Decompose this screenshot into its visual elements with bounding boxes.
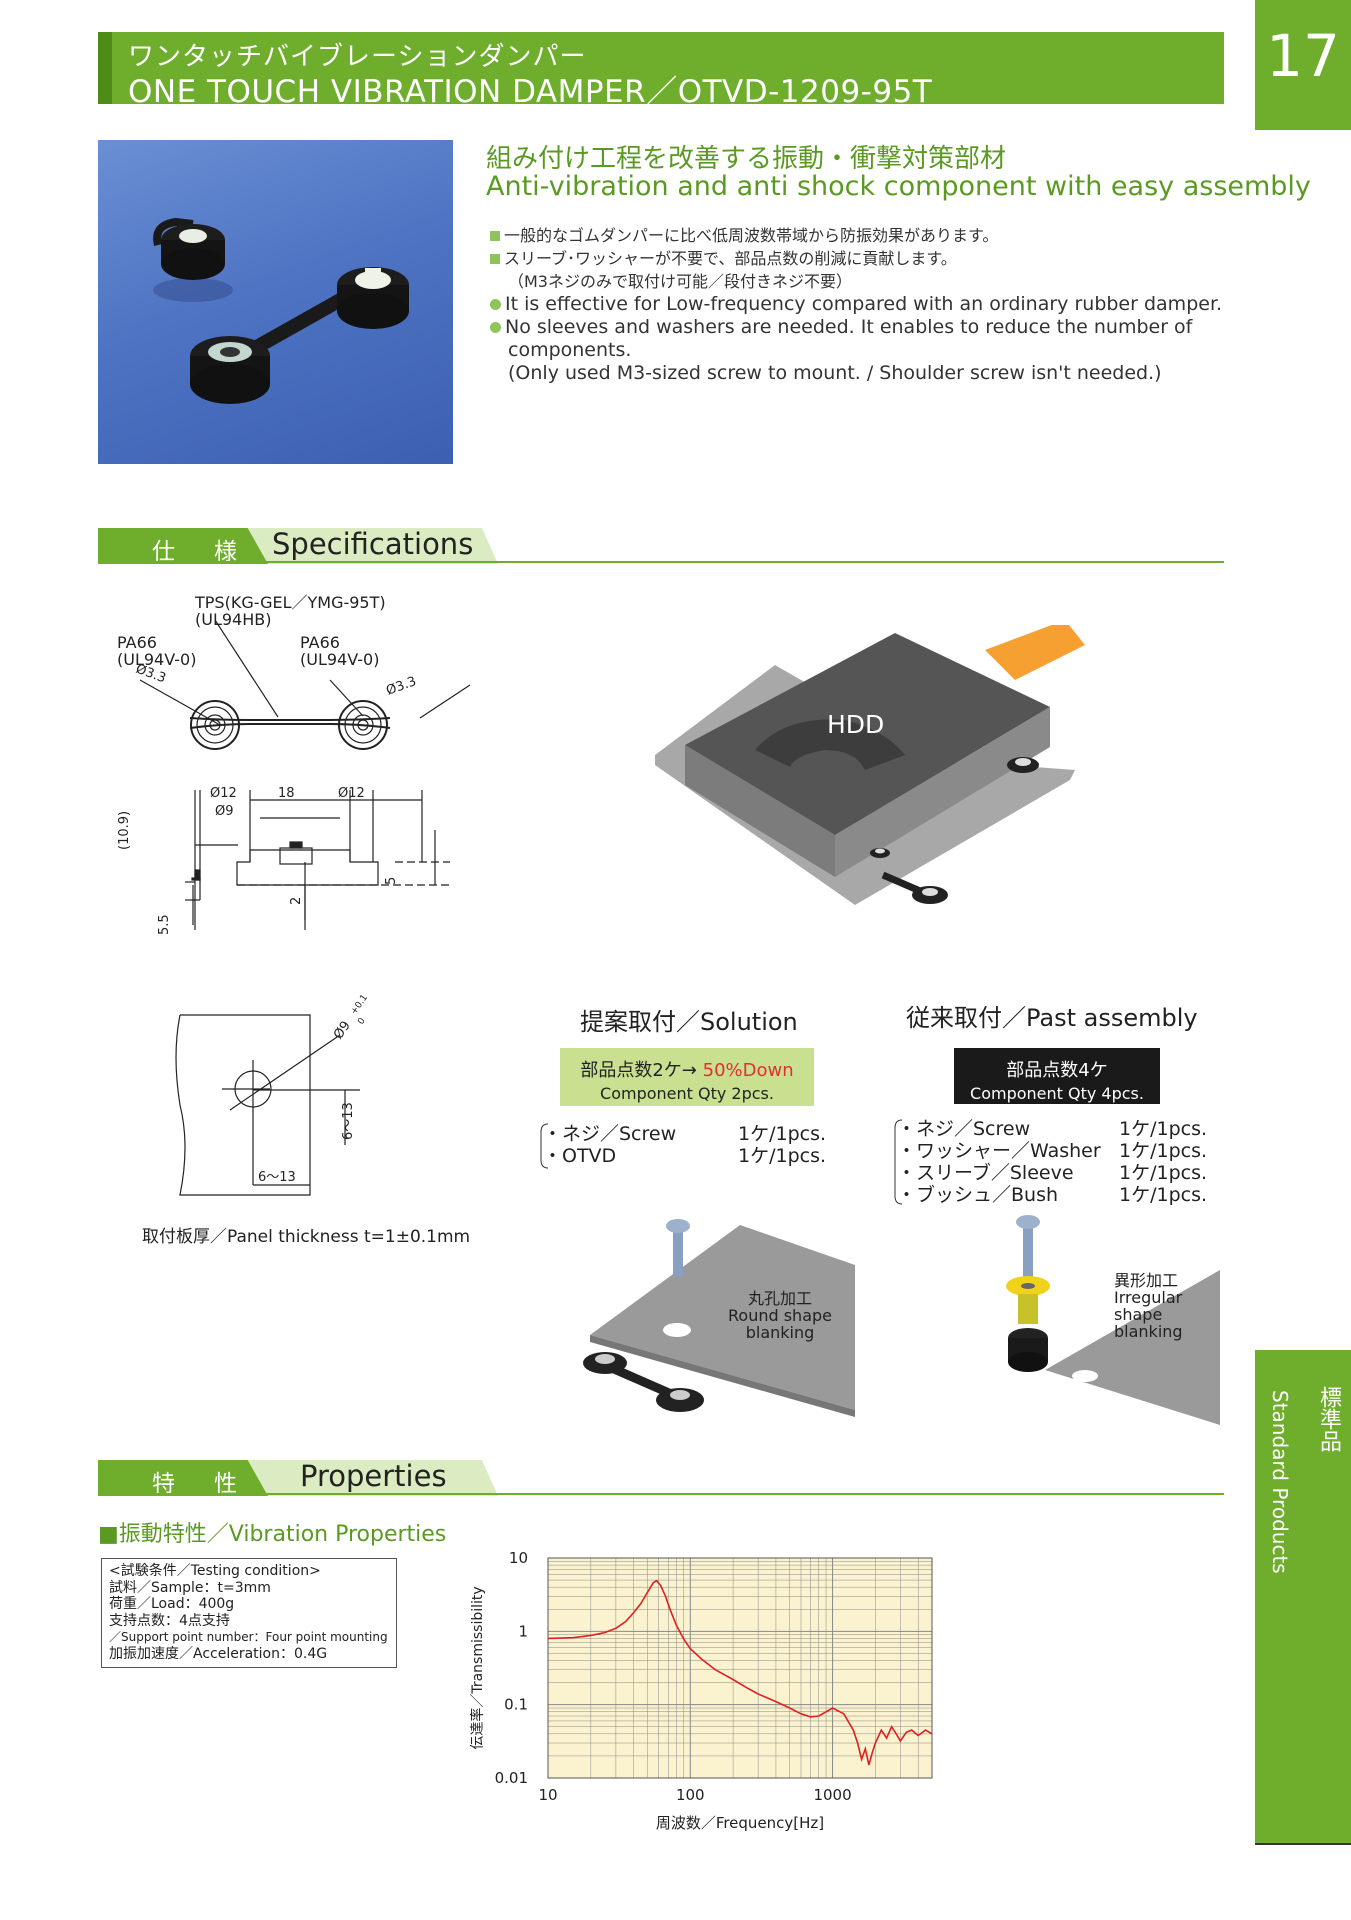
y-tick-label: 0.01 <box>495 1769 528 1787</box>
svg-text:Ø12: Ø12 <box>210 786 237 801</box>
square-bullet-icon <box>490 254 500 264</box>
svg-text:5.5: 5.5 <box>157 914 172 935</box>
transmissibility-line <box>547 1579 933 1766</box>
page-number: 17 <box>1266 22 1340 90</box>
material-right-label: PA66(UL94V-0) <box>300 633 380 669</box>
svg-text:(10.9): (10.9) <box>117 811 132 850</box>
header-accent <box>98 32 112 104</box>
technical-drawing: Ø3.3 Ø3.3 Ø12 18 Ø12 Ø9 (10.9) 5.5 2 5 <box>117 619 471 935</box>
svg-text:2: 2 <box>289 897 304 905</box>
prop-section-jp: 特 性 <box>152 1471 245 1497</box>
svg-text:Ø3.3: Ø3.3 <box>134 662 168 687</box>
prop-section-jp-bg <box>98 1460 268 1496</box>
side-tab-jp: 標準品 <box>1316 1386 1341 1452</box>
spec-section-en: Specifications <box>272 527 474 561</box>
past-illustration <box>1006 1215 1220 1425</box>
solution-qty-en: Component Qty 2pcs. <box>600 1084 774 1103</box>
bullet-jp-3: （M3ネジのみで取付け可能／段付きネジ不要） <box>508 272 852 291</box>
solution-qty-jp: 部品点数2ケ→ <box>580 1060 703 1081</box>
spec-section-line <box>98 561 1224 563</box>
solution-illustration <box>583 1219 855 1417</box>
bullet-jp-2: スリーブ･ワッシャーが不要で、部品点数の削減に貢献します。 <box>490 247 1230 270</box>
square-bullet-icon <box>490 231 500 241</box>
svg-text:Ø9: Ø9 <box>215 804 234 819</box>
transmissibility-chart: 10 100 1000 10 1 0.1 0.01 周波数／Frequency[Hz] 伝… <box>469 1549 933 1832</box>
intro-heading-en: Anti-vibration and anti shock component … <box>486 171 1311 202</box>
solution-qty-highlight: 50%Down <box>702 1060 794 1081</box>
y-axis-label: 伝達率／Transmissibility <box>469 1586 486 1749</box>
past-title: 従来取付／Past assembly <box>906 1004 1198 1032</box>
y-tick-label: 1 <box>518 1622 528 1640</box>
header-bar <box>98 32 1224 104</box>
side-tab-en: Standard Products <box>1268 1390 1292 1574</box>
solution-title: 提案取付／Solution <box>580 1008 798 1036</box>
past-bracket <box>894 1119 903 1205</box>
x-tick-label: 1000 <box>813 1786 851 1804</box>
bullet-en-3: components. <box>508 339 632 361</box>
past-qty-en: Component Qty 4pcs. <box>970 1084 1144 1103</box>
material-center-label: TPS(KG-GEL／YMG-95T)(UL94HB) <box>195 593 386 629</box>
spec-section-jp: 仕 様 <box>152 539 245 565</box>
vibration-subheading: ■振動特性／Vibration Properties <box>98 1522 447 1547</box>
x-tick-label: 10 <box>538 1786 557 1804</box>
chart-plot-area <box>548 1558 932 1778</box>
bullet-jp-1: 一般的なゴムダンパーに比べ低周波数帯域から防振効果があります。 <box>490 224 1230 247</box>
y-tick-label: 10 <box>509 1549 528 1567</box>
bullet-en-1: It is effective for Low-frequency compar… <box>490 293 1230 316</box>
bullet-en-4: (Only used M3-sized screw to mount. / Sh… <box>508 362 1162 384</box>
past-qty-jp: 部品点数4ケ <box>1006 1060 1108 1081</box>
prop-section-en: Properties <box>300 1459 447 1493</box>
testing-conditions: <試験条件／Testing condition> 試料／Sample：t=3mm… <box>101 1558 397 1668</box>
feature-bullets: 一般的なゴムダンパーに比べ低周波数帯域から防振効果があります。 スリーブ･ワッシ… <box>490 224 1230 385</box>
past-qty-box: 部品点数4ケ Component Qty 4pcs. <box>954 1048 1160 1104</box>
svg-text:Ø12: Ø12 <box>338 786 365 801</box>
prop-section-line <box>98 1493 1224 1495</box>
x-axis-label: 周波数／Frequency[Hz] <box>656 1814 824 1832</box>
spec-section-jp-bg <box>98 528 268 564</box>
svg-text:6〜13: 6〜13 <box>341 1102 356 1140</box>
title-jp: ワンタッチバイブレーションダンパー <box>128 42 587 72</box>
svg-text:6〜13: 6〜13 <box>258 1170 296 1185</box>
circle-bullet-icon <box>490 299 501 310</box>
product-photo <box>98 140 453 464</box>
circle-bullet-icon <box>490 322 501 333</box>
svg-text:+0.1: +0.1 <box>349 995 370 1017</box>
svg-text:18: 18 <box>278 786 295 801</box>
bullet-en-2: No sleeves and washers are needed. It en… <box>490 316 1230 339</box>
title-en: ONE TOUCH VIBRATION DAMPER／OTVD-1209-95T <box>128 74 933 110</box>
x-tick-label: 100 <box>676 1786 705 1804</box>
solution-bracket <box>540 1123 549 1169</box>
hdd-label: HDD <box>827 710 885 739</box>
svg-text:Ø3.3: Ø3.3 <box>384 674 418 699</box>
svg-text:5: 5 <box>384 877 399 885</box>
side-tab-bottom-line <box>1255 1843 1351 1845</box>
page-number-tab <box>1255 0 1351 130</box>
solution-qty-box: 部品点数2ケ→ 50%Down Component Qty 2pcs. <box>560 1048 814 1106</box>
side-tab <box>1255 1350 1351 1844</box>
panel-hole-drawing: Ø9 +0.1 0 6〜13 6〜13 <box>175 995 370 1196</box>
material-left-label: PA66(UL94V-0) <box>117 633 197 669</box>
panel-thickness: 取付板厚／Panel thickness t=1±0.1mm <box>142 1227 471 1247</box>
y-tick-label: 0.1 <box>504 1696 528 1714</box>
svg-text:0: 0 <box>356 1016 368 1027</box>
intro-heading-jp: 組み付け工程を改善する振動・衝撃対策部材 <box>486 144 1007 174</box>
hdd-illustration <box>655 625 1085 905</box>
